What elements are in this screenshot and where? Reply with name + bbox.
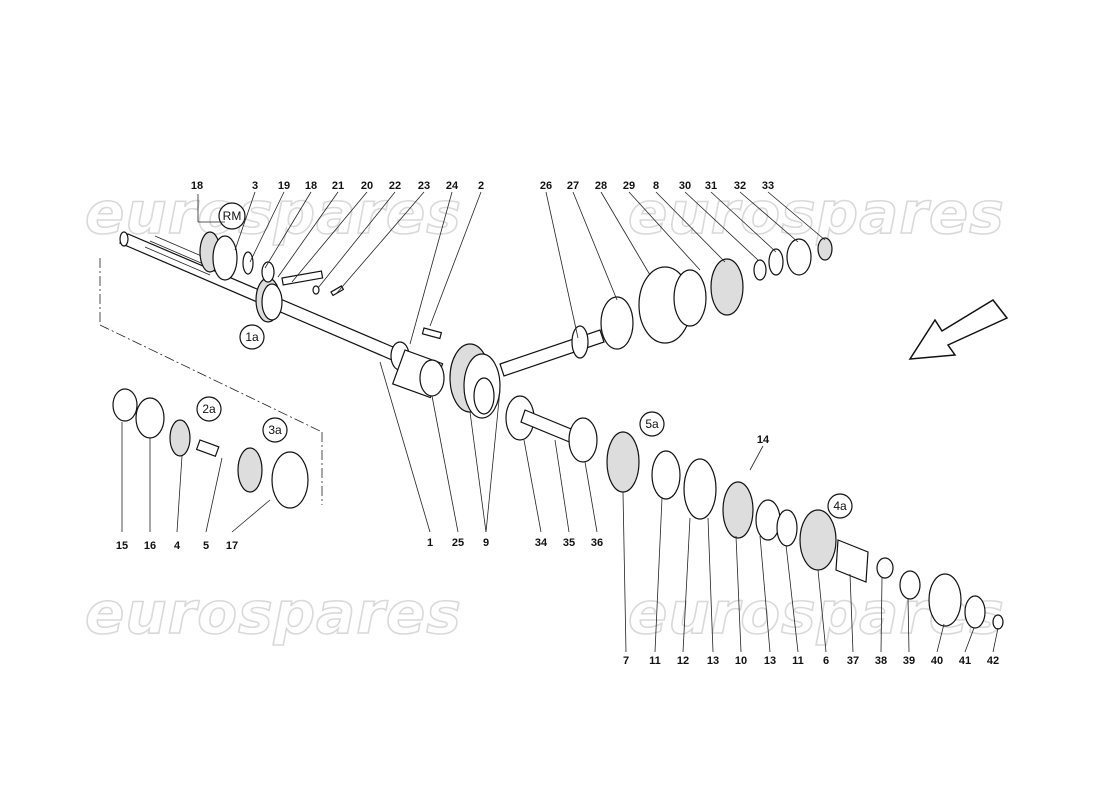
- badge-2a-circle: [196, 396, 222, 422]
- left-sub-assembly: [99, 258, 323, 509]
- label-part: 41: [959, 655, 971, 667]
- label-part: 18: [191, 180, 203, 192]
- label-part: 34: [535, 537, 548, 549]
- label-part: 31: [705, 180, 717, 192]
- label-part: 7: [623, 655, 629, 667]
- label-part: 2: [478, 180, 484, 192]
- label-part: 13: [707, 655, 719, 667]
- label-part: 25: [452, 537, 464, 549]
- badge-4a-circle: [827, 493, 853, 519]
- arrow-left-down-icon: [908, 299, 1009, 360]
- label-part: 12: [677, 655, 689, 667]
- watermark-top-right: eurospares: [628, 179, 1005, 247]
- label-part: 28: [595, 180, 607, 192]
- label-part: 33: [762, 180, 774, 192]
- label-part: 35: [563, 537, 575, 549]
- badge-5a: 5a: [645, 417, 659, 431]
- badge-2a: 2a: [202, 402, 216, 416]
- label-part: 11: [649, 655, 661, 667]
- label-part: 38: [875, 655, 887, 667]
- badge-rm-circle: [218, 202, 246, 230]
- label-part: 4: [174, 540, 181, 552]
- label-part: 20: [361, 180, 373, 192]
- part-number-labels: 18 3 19 18 21 20 22 23 24 2 26 27 28 29 …: [116, 180, 999, 667]
- label-part: 13: [764, 655, 776, 667]
- label-part: 3: [252, 180, 258, 192]
- label-part: 8: [653, 180, 659, 192]
- badge-4a: 4a: [833, 499, 847, 513]
- label-part: 14: [757, 434, 770, 446]
- label-part: 32: [734, 180, 746, 192]
- label-part: 16: [144, 540, 156, 552]
- label-part: 30: [679, 180, 691, 192]
- lay-shaft-upper: [499, 237, 833, 377]
- leader-lines: [121, 191, 999, 653]
- label-part: 39: [903, 655, 915, 667]
- label-part: 37: [847, 655, 859, 667]
- main-shaft: [118, 231, 445, 399]
- label-part: 21: [332, 180, 344, 192]
- label-part: 29: [623, 180, 635, 192]
- label-part: 19: [278, 180, 290, 192]
- label-part: 10: [735, 655, 747, 667]
- output-shaft-lower: [505, 395, 1004, 630]
- badge-5a-circle: [639, 411, 665, 437]
- label-part: 9: [483, 537, 489, 549]
- label-part: 17: [226, 540, 238, 552]
- label-part: 27: [567, 180, 579, 192]
- watermark-bottom-left: eurospares: [85, 579, 462, 647]
- label-part: 1: [427, 537, 433, 549]
- label-part: 26: [540, 180, 552, 192]
- label-part: 18: [305, 180, 317, 192]
- label-part: 23: [418, 180, 430, 192]
- label-part: 11: [792, 655, 804, 667]
- badge-1a: 1a: [245, 330, 259, 344]
- label-part: 24: [446, 180, 459, 192]
- label-part: 42: [987, 655, 999, 667]
- badge-1a-circle: [239, 324, 265, 350]
- badge-3a: 3a: [268, 423, 282, 437]
- callout-badges: RM 1a 2a 3a 5a 4a: [196, 202, 853, 519]
- label-part: 15: [116, 540, 128, 552]
- label-part: 40: [931, 655, 943, 667]
- badge-3a-circle: [262, 417, 288, 443]
- label-part: 5: [203, 540, 209, 552]
- center-gear: [449, 343, 501, 419]
- label-part: 36: [591, 537, 603, 549]
- label-part: 22: [389, 180, 401, 192]
- badge-rm: RM: [223, 209, 242, 223]
- watermark-top-left: eurospares: [85, 179, 462, 247]
- label-part: 6: [823, 655, 829, 667]
